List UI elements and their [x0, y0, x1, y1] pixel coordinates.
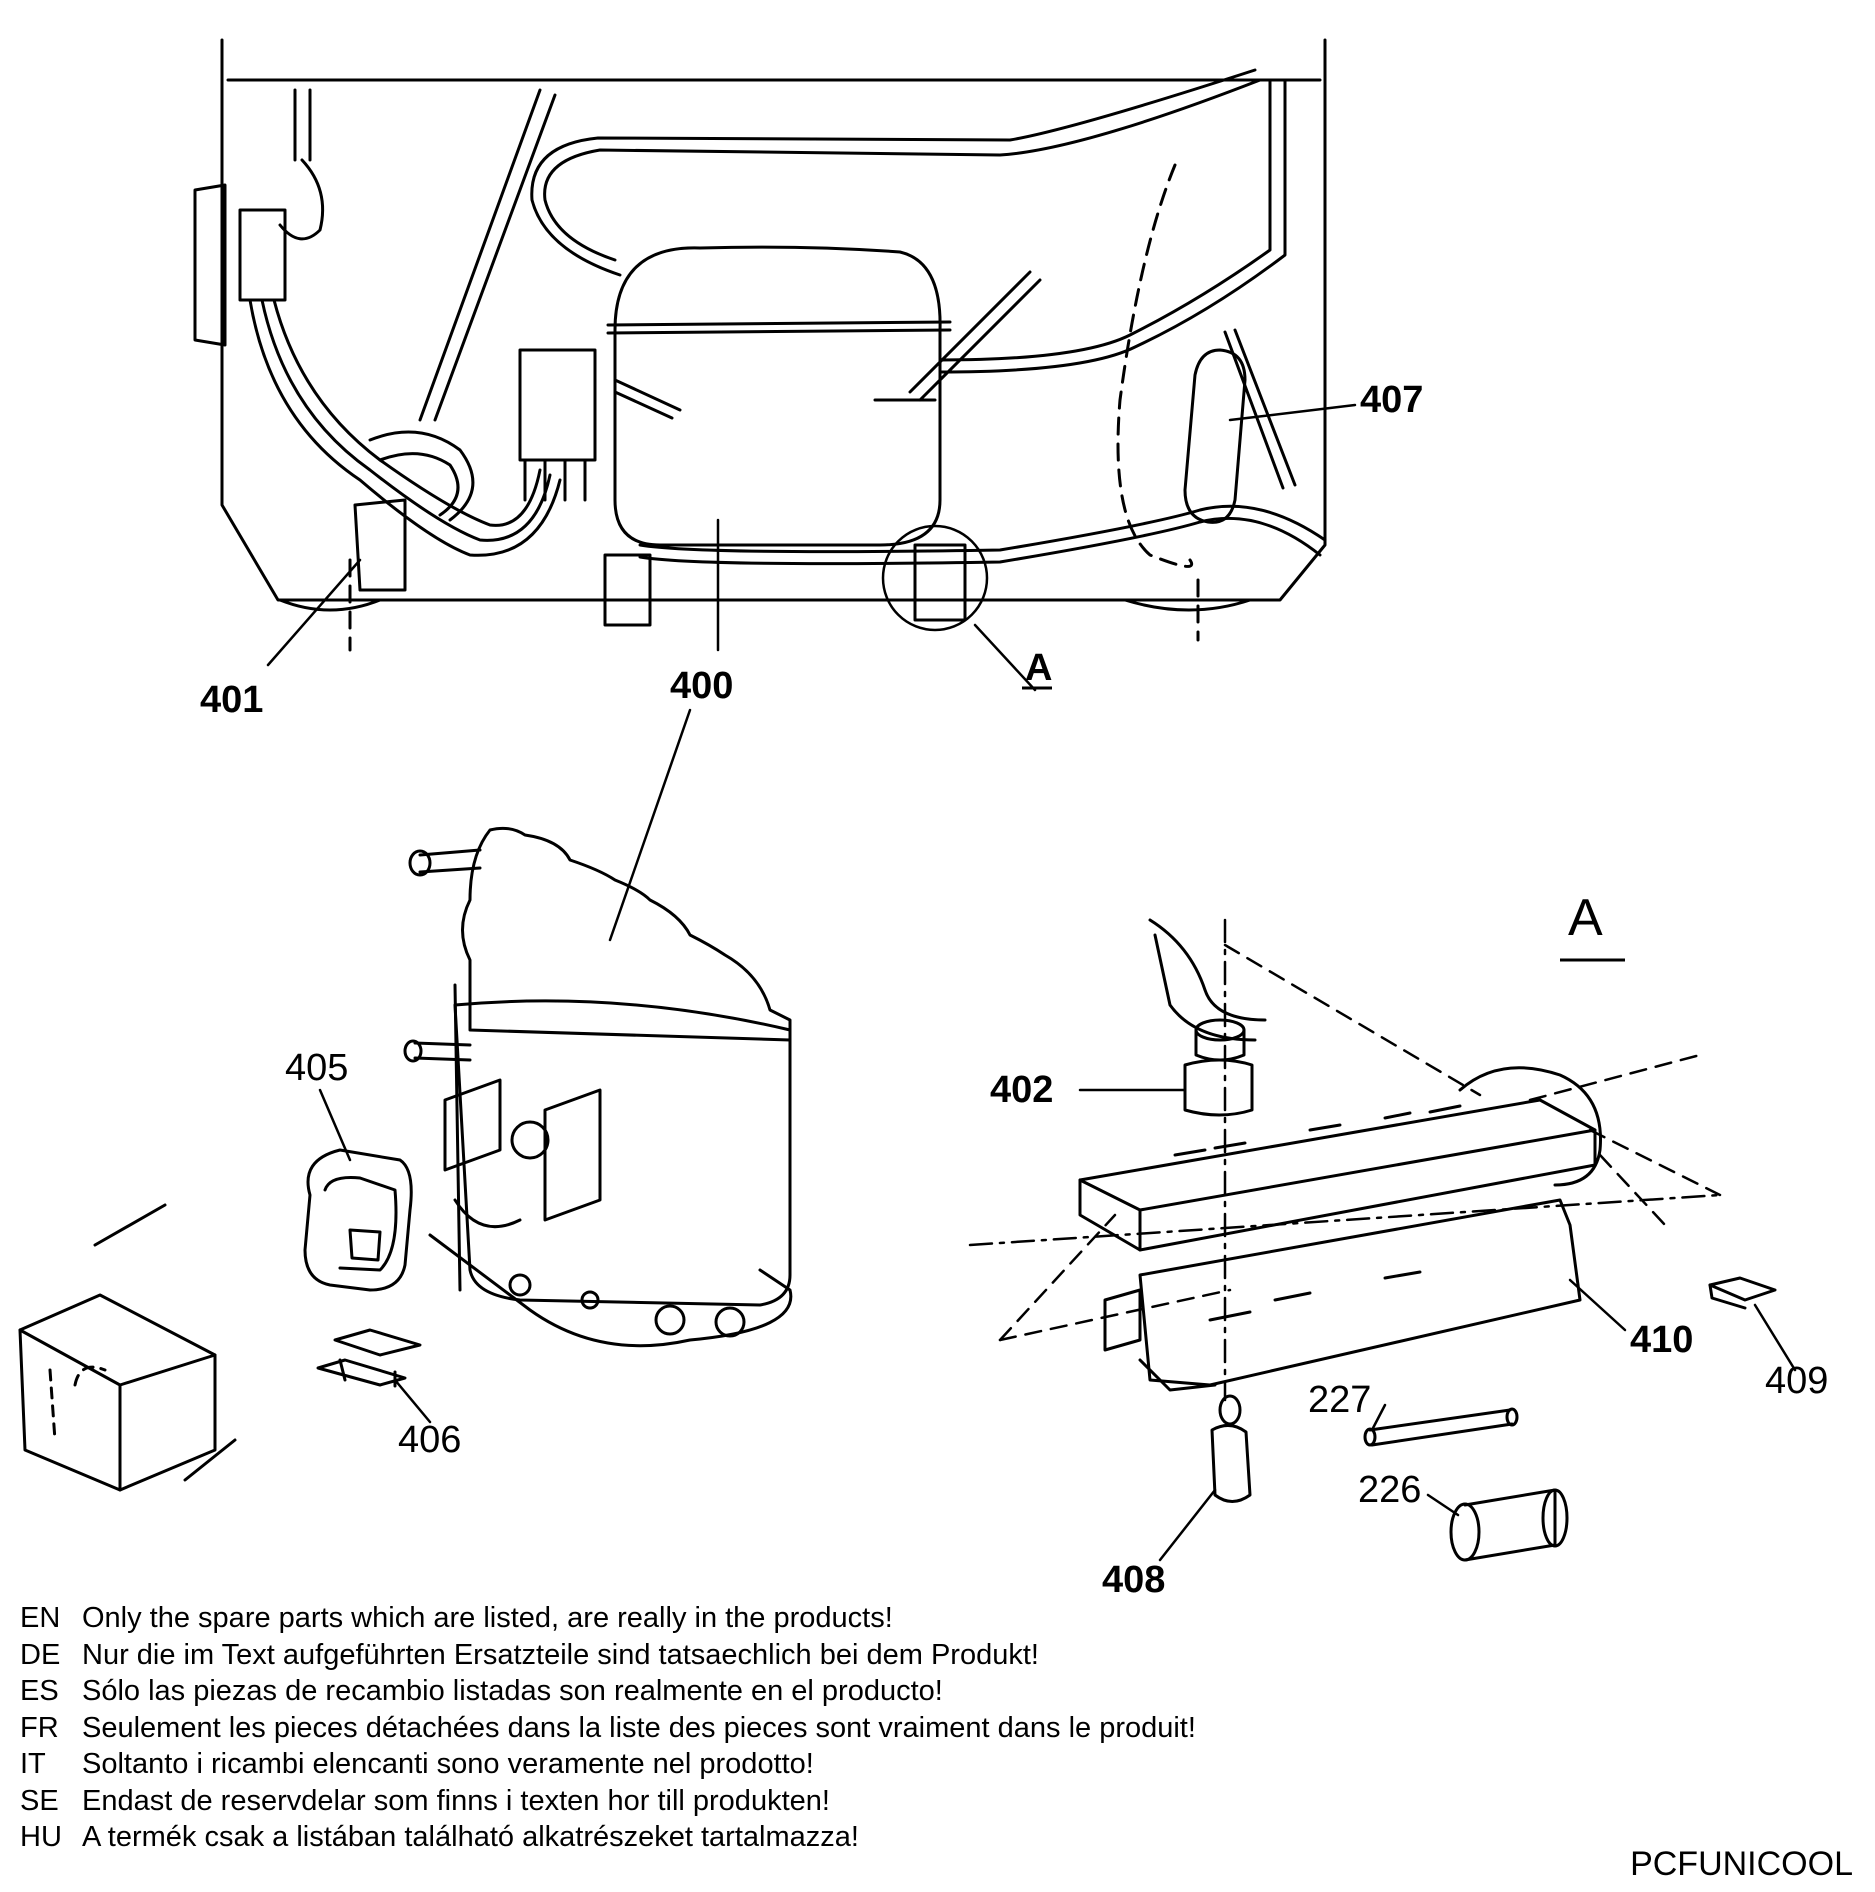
detail-a-title: A: [1568, 889, 1603, 947]
label-400-top: 400: [670, 665, 733, 707]
clip-406: [316, 1328, 422, 1388]
label-detail-a: A: [1025, 647, 1052, 689]
label-407: 407: [1360, 379, 1423, 421]
label-408: 408: [1102, 1559, 1165, 1601]
label-406: 406: [398, 1419, 461, 1461]
wire-harness: [248, 298, 562, 557]
filter-drier: [1116, 163, 1297, 568]
label-226: 226: [1358, 1469, 1421, 1511]
label-405: 405: [285, 1047, 348, 1089]
starter-relay-405: [303, 1148, 413, 1292]
compressor-exploded: [403, 826, 793, 1348]
label-409: 409: [1765, 1360, 1828, 1402]
label-410: 410: [1630, 1319, 1693, 1361]
terminal-cover: [18, 1203, 237, 1492]
detail-a-assembly: [968, 918, 1722, 1402]
leader-lines: [266, 403, 1797, 1562]
cylinder-226: [1449, 1488, 1569, 1562]
label-401: 401: [200, 679, 263, 721]
mounting-feet: [348, 498, 1200, 652]
pin-227: [1363, 1407, 1519, 1447]
clip-409: [1708, 1276, 1777, 1310]
label-402: 402: [990, 1069, 1053, 1111]
cabinet-base-assembly: [193, 38, 1327, 612]
compressor-top-view: [518, 245, 1042, 547]
model-code: PCFUNICOOL: [1630, 1845, 1853, 1883]
damper-408: [1210, 1394, 1252, 1503]
label-227: 227: [1308, 1379, 1371, 1421]
pipework: [530, 68, 1327, 566]
